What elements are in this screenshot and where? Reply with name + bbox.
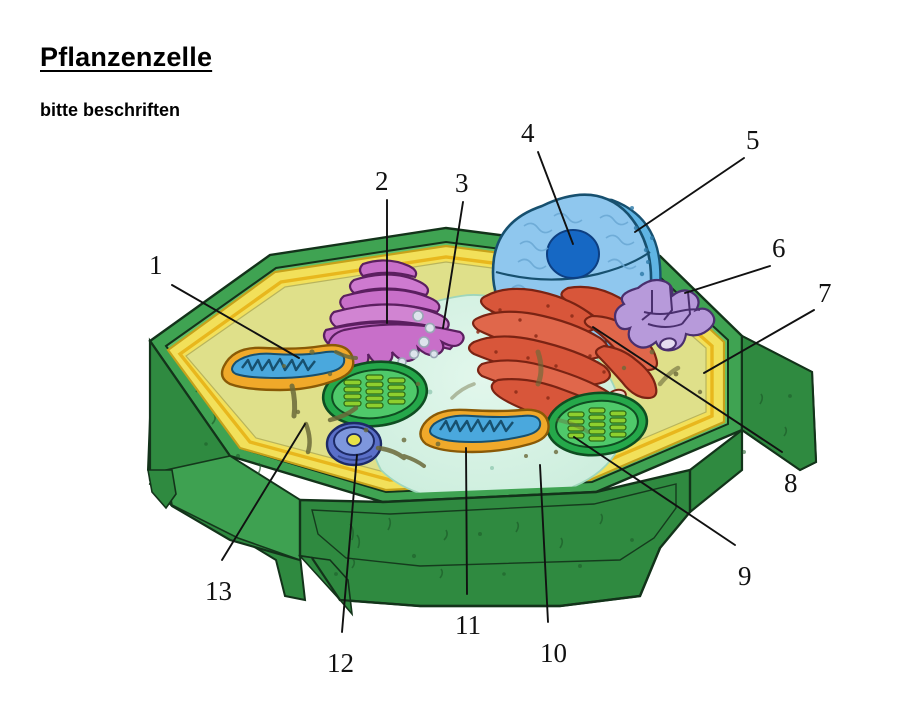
cell-wall-right-spur xyxy=(741,334,818,472)
mitochondrion-lower xyxy=(419,408,550,454)
chloroplast-right xyxy=(545,391,649,457)
cell-wall-left-foot xyxy=(147,469,177,510)
chloroplast-left xyxy=(321,360,429,428)
page-title: Pflanzenzelle xyxy=(40,42,213,72)
leader-line-nuclear-envelope xyxy=(634,157,745,233)
mitochondrion-ul-cristae xyxy=(241,357,316,372)
vesicle-core xyxy=(346,433,362,447)
leader-lines-group xyxy=(171,151,815,633)
leader-line-mitochondrion xyxy=(465,447,468,595)
label-number-13[interactable]: 13 xyxy=(205,576,232,606)
label-number-11[interactable]: 11 xyxy=(455,610,481,640)
vesicle xyxy=(325,421,383,467)
label-number-5[interactable]: 5 xyxy=(746,125,760,155)
mitochondrion-lower-cristae xyxy=(439,418,514,433)
label-number-3[interactable]: 3 xyxy=(455,168,469,198)
label-number-6[interactable]: 6 xyxy=(772,233,786,263)
leader-line-rough-er xyxy=(592,326,783,453)
page-subtitle: bitte beschriften xyxy=(40,100,181,120)
cytoplasm-granules xyxy=(282,349,703,458)
golgi-apparatus xyxy=(322,259,465,368)
leader-line-cell-membrane-bottom xyxy=(539,464,549,623)
nucleolus xyxy=(546,229,600,279)
chloroplast-left-grana xyxy=(343,374,406,409)
leader-line-smooth-er xyxy=(684,265,771,294)
leader-line-vacuole xyxy=(442,201,464,329)
label-number-1[interactable]: 1 xyxy=(149,250,163,280)
leader-line-cell-wall xyxy=(573,436,736,546)
cell-wall-bottom-foot xyxy=(297,554,354,617)
leader-line-vesicle xyxy=(341,454,358,633)
cytoskeleton-filaments xyxy=(289,349,681,468)
label-number-8[interactable]: 8 xyxy=(784,468,798,498)
smooth-er xyxy=(613,278,716,352)
label-number-10[interactable]: 10 xyxy=(540,638,567,668)
chloroplast-right-grana xyxy=(567,407,627,442)
er-tube-7 xyxy=(594,344,658,400)
label-number-9[interactable]: 9 xyxy=(738,561,752,591)
smooth-er-pore xyxy=(659,337,677,351)
leader-line-cytoplasm-left xyxy=(221,423,306,561)
vesicle-shadow xyxy=(337,455,373,461)
golgi-cisterna-4 xyxy=(348,273,430,297)
cell-wall-bottom-edge-highlight xyxy=(311,547,662,608)
nucleus-cut-line xyxy=(495,251,651,281)
leader-line-cell-membrane xyxy=(171,284,300,359)
label-number-4[interactable]: 4 xyxy=(521,118,535,148)
label-number-7[interactable]: 7 xyxy=(818,278,832,308)
leader-line-cytoplasm-right xyxy=(703,309,815,374)
label-number-12[interactable]: 12 xyxy=(327,648,354,678)
leader-line-nucleus xyxy=(537,151,574,245)
mitochondrion-upper-left xyxy=(220,343,355,392)
smooth-er-folds xyxy=(641,285,701,328)
golgi-cisterna-5 xyxy=(358,259,418,279)
cell-wall-bottom-inner xyxy=(311,483,677,567)
label-number-2[interactable]: 2 xyxy=(375,166,389,196)
